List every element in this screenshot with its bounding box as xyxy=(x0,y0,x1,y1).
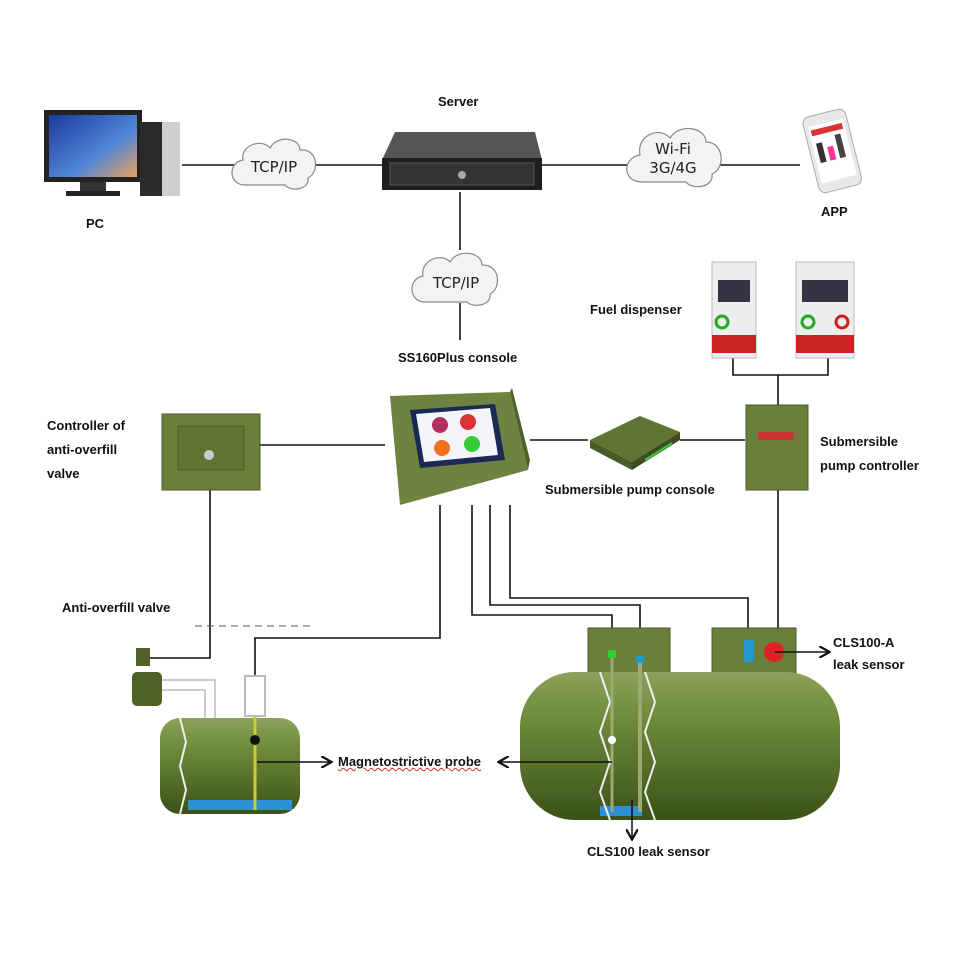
fuel-dispenser-icon xyxy=(711,261,855,359)
cls100-label: CLS100 leak sensor xyxy=(587,844,710,859)
anti-overfill-valve-icon xyxy=(132,648,216,722)
cloud-label: 3G/4G xyxy=(649,159,696,177)
pump-controller-label-1: Submersible xyxy=(820,434,899,449)
valve-controller-icon xyxy=(161,413,261,491)
phone-icon xyxy=(802,108,863,194)
valve-controller-label-1: Controller of xyxy=(47,418,125,433)
pump-console-label: Submersible pump console xyxy=(545,482,715,497)
cls100a-label-2: leak sensor xyxy=(833,657,905,672)
small-tank-icon xyxy=(160,675,300,815)
pump-controller-label-2: pump controller xyxy=(820,458,919,473)
pc-icon xyxy=(44,110,180,196)
cloud-label: TCP/IP xyxy=(250,158,297,176)
cloud-label: Wi-Fi xyxy=(655,140,691,158)
pump-controller-icon xyxy=(745,404,809,491)
large-tank-icon xyxy=(520,627,840,821)
cloud-tcpip-center: TCP/IP xyxy=(411,252,499,306)
valve-label: Anti-overfill valve xyxy=(62,600,171,615)
cloud-wifi: Wi-Fi 3G/4G xyxy=(626,127,722,188)
cls100a-label-1: CLS100-A xyxy=(833,635,895,650)
cloud-label: TCP/IP xyxy=(432,274,479,292)
pump-console-icon xyxy=(590,416,680,470)
server-label: Server xyxy=(438,94,479,109)
probe-label: Magnetostrictive probe xyxy=(338,754,482,769)
app-label: APP xyxy=(821,204,848,219)
valve-controller-label-2: anti-overfill xyxy=(47,442,118,457)
valve-controller-label-3: valve xyxy=(47,466,80,481)
server-icon xyxy=(382,132,542,190)
ss160plus-console-icon xyxy=(390,388,530,505)
cloud-tcpip-left: TCP/IP xyxy=(231,138,317,190)
pc-label: PC xyxy=(86,216,105,231)
pointer-arrows xyxy=(257,652,828,838)
fuel-dispenser-label: Fuel dispenser xyxy=(590,302,682,317)
console-label: SS160Plus console xyxy=(398,350,518,365)
